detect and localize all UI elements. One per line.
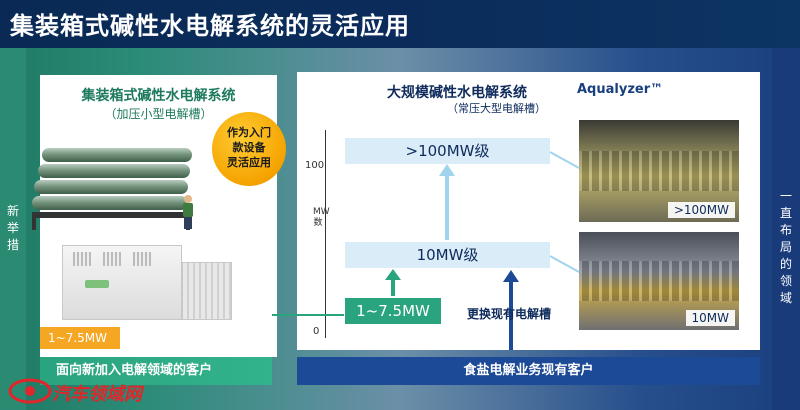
connector-10mw — [549, 255, 580, 273]
connector-left-to-right — [272, 314, 344, 316]
person-figure — [183, 195, 193, 229]
left-panel-subtitle: （加压小型电解槽） — [104, 107, 213, 121]
side-label-left-text: 新举措 — [6, 204, 19, 252]
title-bar: 集装箱式碱性水电解系统的灵活应用 — [0, 0, 800, 48]
left-customer-bar: 面向新加入电解领域的客户 — [40, 357, 272, 385]
level-1-7-5mw: 1~7.5MW — [345, 298, 441, 324]
container-unit-image — [62, 245, 182, 320]
right-panel: 大规模碱性水电解系统 Aqualyzer™ （常压大型电解槽） 100 0 MW… — [297, 72, 760, 350]
electrolyzer-stack-image — [32, 140, 202, 230]
right-panel-subtitle: （常压大型电解槽） — [447, 102, 546, 115]
brand-name: Aqualyzer™ — [577, 82, 664, 97]
arrows — [385, 151, 580, 350]
entry-level-badge: 作为入门 款设备 灵活应用 — [212, 112, 286, 186]
y-axis — [325, 130, 326, 338]
entry-level-line-3: 灵活应用 — [227, 156, 271, 169]
arrow-navy-head — [503, 270, 519, 282]
y-axis-unit: MW数 — [313, 207, 330, 228]
tick-100: 100 — [305, 160, 325, 171]
entry-level-line-2: 款设备 — [232, 141, 266, 154]
connector-100mw — [549, 151, 580, 169]
car-logo-icon — [8, 378, 52, 404]
level-10mw: 10MW级 — [345, 242, 550, 268]
watermark-text: 汽车领域网 — [52, 384, 142, 405]
arrow-up-light-head — [439, 164, 455, 176]
left-panel-title: 集装箱式碱性水电解系统 — [81, 88, 236, 104]
plant-photo-large: >100MW — [579, 120, 739, 222]
right-customer-bar: 食盐电解业务现有客户 — [297, 357, 760, 385]
page-title: 集装箱式碱性水电解系统的灵活应用 — [10, 12, 410, 40]
capacity-badge: 1~7.5MW — [40, 327, 120, 349]
container-logo — [85, 280, 109, 288]
container-secondary-image — [182, 262, 232, 320]
watermark-logo: 汽车领域网 — [8, 376, 168, 406]
side-label-right-text: 一直布局的领域 — [779, 189, 792, 305]
photo-label-10mw: 10MW — [685, 310, 735, 326]
side-label-left: 新举措 — [0, 48, 26, 410]
right-panel-title: 大规模碱性水电解系统 — [387, 85, 527, 101]
entry-level-line-1: 作为入门 — [227, 126, 271, 139]
replace-existing-label: 更换现有电解槽 — [467, 307, 552, 321]
side-label-right: 一直布局的领域 — [772, 48, 800, 410]
level-100mw: >100MW级 — [345, 138, 550, 164]
plant-photo-medium: 10MW — [579, 232, 739, 330]
photo-label-100mw: >100MW — [667, 202, 735, 218]
arrow-green-head — [385, 269, 401, 280]
tick-0: 0 — [313, 326, 320, 337]
